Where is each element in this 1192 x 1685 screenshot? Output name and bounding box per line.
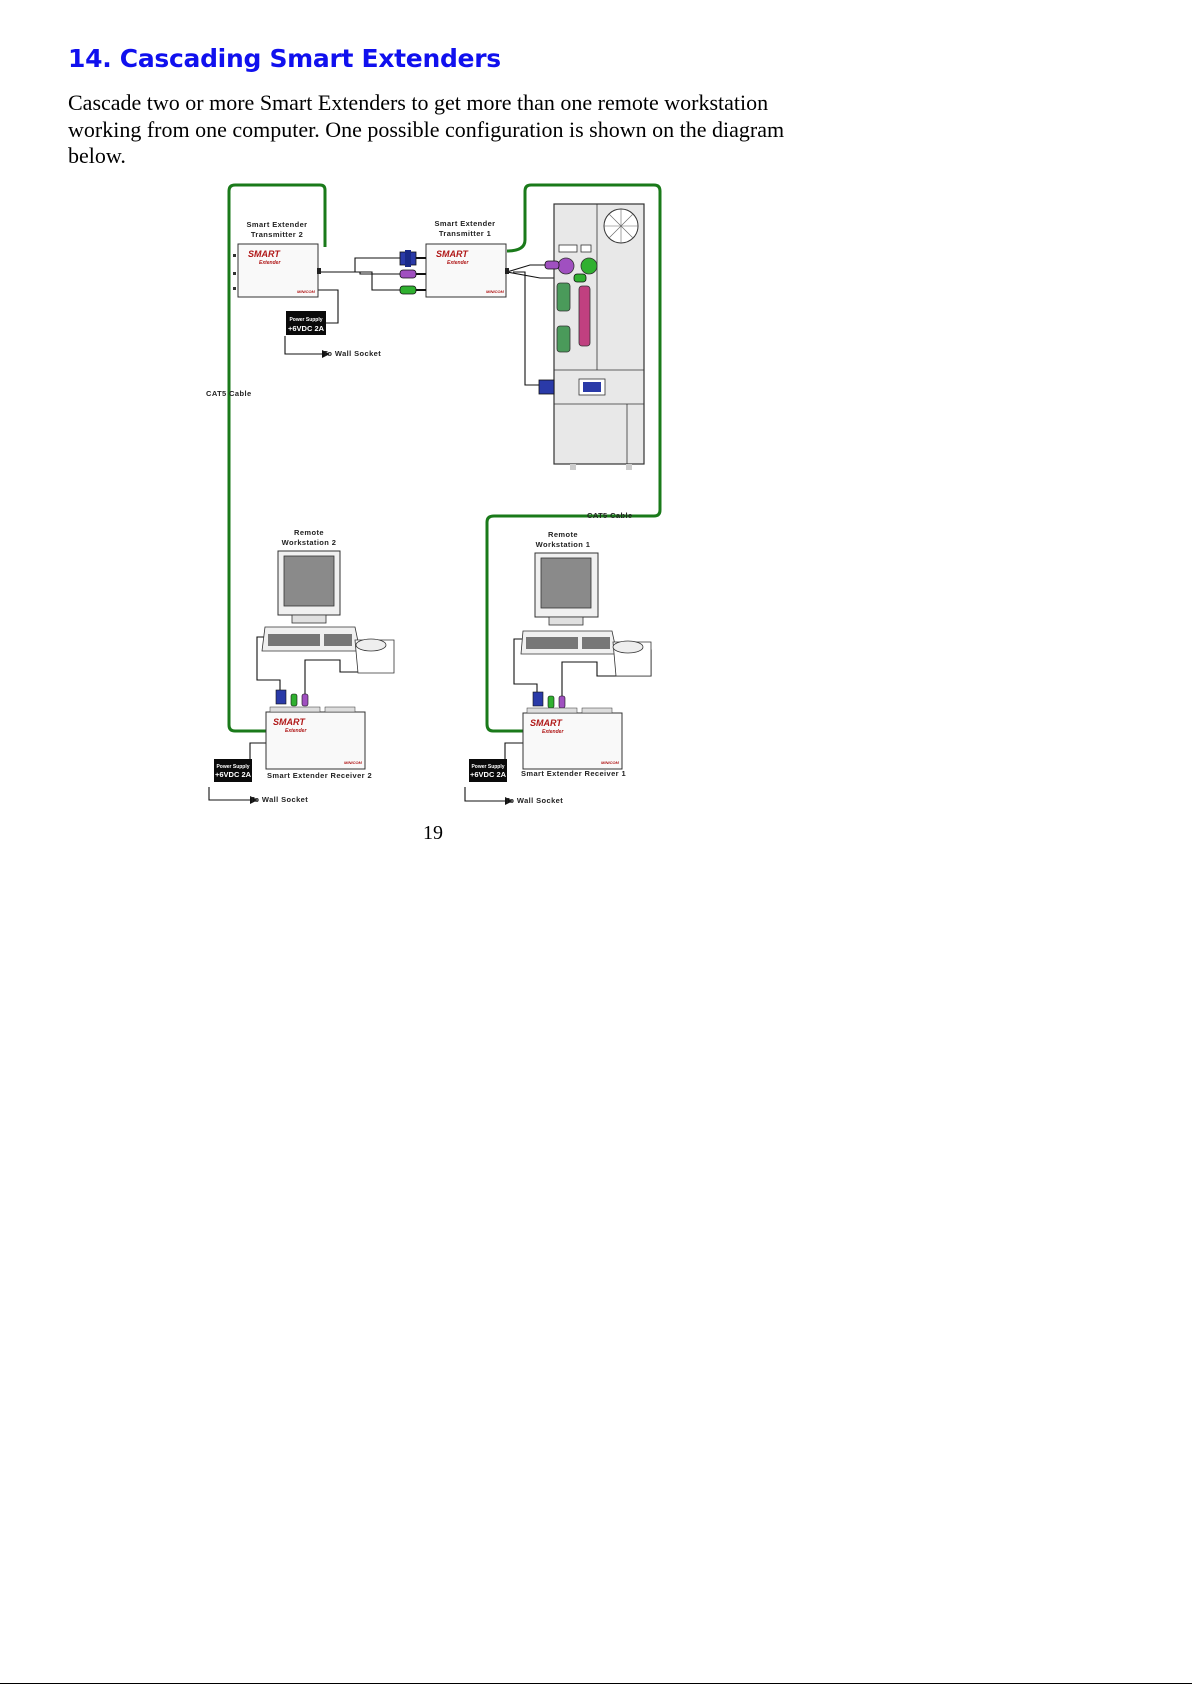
svg-text:SMART: SMART [530, 718, 563, 728]
receiver-1-box: SMART Extender MINICOM [522, 707, 623, 770]
svg-text:MINICOM: MINICOM [297, 289, 315, 294]
receiver-2-box: SMART Extender MINICOM [265, 706, 366, 770]
power-supply-top: Power Supply +6VDC 2A [286, 311, 326, 335]
wall-socket-arrows [250, 350, 513, 805]
section-heading: 14. Cascading Smart Extenders [68, 44, 501, 73]
svg-text:SMART: SMART [273, 717, 306, 727]
svg-text:MINICOM: MINICOM [486, 289, 504, 294]
svg-text:Power Supply: Power Supply [471, 764, 504, 770]
ps2-mouse-connector [399, 285, 417, 295]
receiver-1-label: Smart Extender Receiver 1 [521, 769, 626, 778]
power-supply-receiver-2: Power Supply +6VDC 2A [214, 759, 252, 782]
svg-text:Extender: Extender [285, 728, 307, 734]
transmitter-2-line-1: Smart Extender [246, 220, 307, 229]
svg-text:Power Supply: Power Supply [216, 764, 249, 770]
page-bottom-rule [0, 1683, 1192, 1684]
workstation-2 [261, 550, 395, 707]
wall-socket-label-receiver-1: To Wall Socket [505, 796, 563, 805]
transmitter-2-box: SMART Extender MINICOM [233, 243, 321, 298]
svg-text:SMART: SMART [436, 249, 469, 259]
power-supply-receiver-1: Power Supply +6VDC 2A [469, 759, 507, 782]
svg-text:+6VDC 2A: +6VDC 2A [470, 770, 507, 779]
workstation-1 [520, 552, 652, 709]
svg-text:MINICOM: MINICOM [344, 760, 362, 765]
wall-socket-label-top: To Wall Socket [323, 349, 381, 358]
transmitter-1-box: SMART Extender MINICOM [425, 243, 509, 298]
page-number: 19 [423, 822, 443, 844]
intro-paragraph: Cascade two or more Smart Extenders to g… [68, 90, 785, 168]
computer-connectors [538, 260, 587, 395]
svg-text:MINICOM: MINICOM [601, 760, 619, 765]
transmitter-2-line-2: Transmitter 2 [251, 230, 303, 239]
device-brand: SMART [248, 249, 281, 259]
vga-connector [399, 250, 417, 267]
cat5-label-left: CAT5 Cable [206, 389, 252, 398]
computer-tower [553, 203, 645, 470]
svg-text:Extender: Extender [447, 260, 469, 266]
svg-text:Power Supply: Power Supply [289, 317, 322, 323]
cat5-label-right: CAT5 Cable [587, 511, 633, 520]
receiver-2-label: Smart Extender Receiver 2 [267, 771, 372, 780]
cat5-cables [227, 183, 662, 733]
svg-text:+6VDC 2A: +6VDC 2A [288, 324, 325, 333]
svg-text:Extender: Extender [542, 729, 564, 735]
device-subbrand: Extender [259, 260, 281, 266]
ps2-keyboard-connector [399, 269, 417, 279]
svg-text:+6VDC 2A: +6VDC 2A [215, 770, 252, 779]
wall-socket-label-receiver-2: To Wall Socket [250, 795, 308, 804]
